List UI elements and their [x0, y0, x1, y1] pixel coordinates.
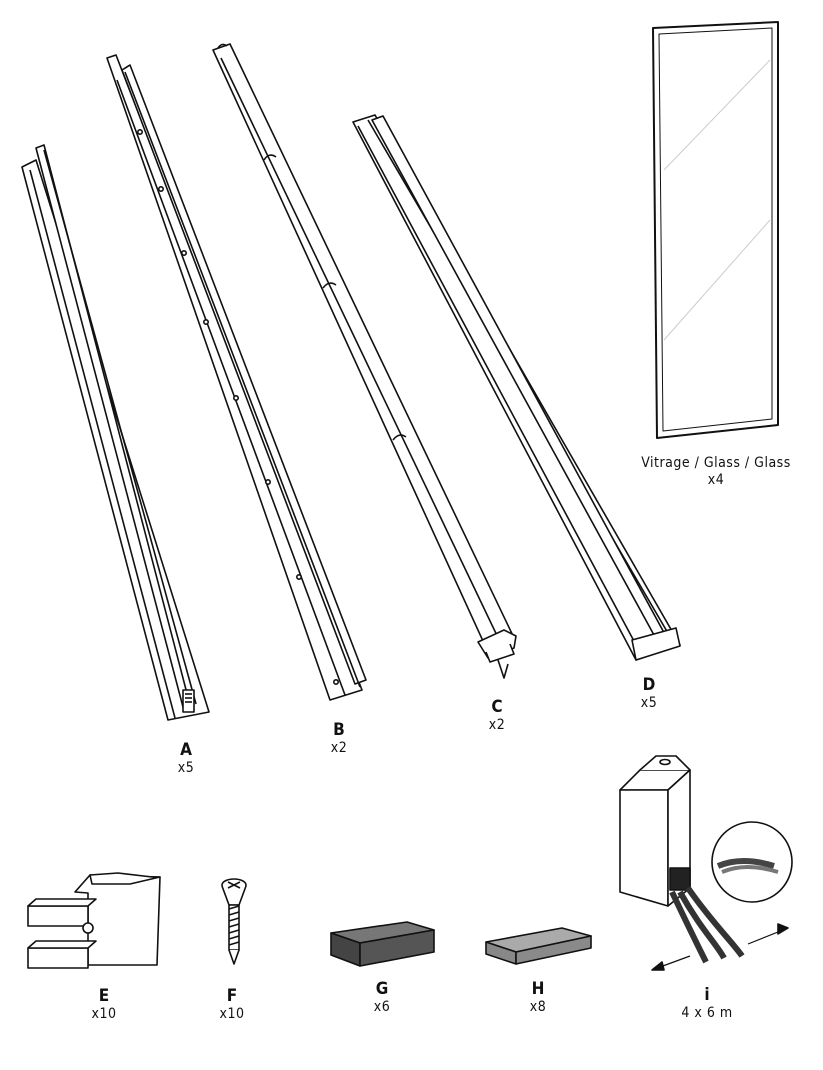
label-part-a: A x5 [178, 740, 194, 777]
part-letter: i [704, 985, 710, 1005]
part-letter: G [375, 979, 389, 999]
part-letter: B [333, 720, 345, 740]
part-quantity: x5 [177, 760, 195, 776]
part-f-screw [221, 878, 247, 965]
label-part-d: D x5 [641, 675, 657, 712]
part-letter: C [491, 697, 503, 717]
profile-d [352, 114, 681, 661]
part-quantity: x2 [330, 740, 348, 756]
part-quantity: x6 [373, 999, 391, 1015]
label-part-b: B x2 [331, 720, 347, 757]
label-glass: Vitrage / Glass / Glass x4 [641, 455, 791, 489]
label-part-i: i 4 x 6 m [681, 985, 732, 1022]
part-letter: F [226, 986, 238, 1006]
part-letter: E [98, 986, 110, 1006]
label-part-h: H x8 [530, 979, 546, 1016]
part-g-block [330, 921, 435, 967]
profile-b [106, 54, 367, 701]
part-letter: D [642, 675, 656, 695]
glass-panel [652, 21, 779, 439]
part-quantity: 4 x 6 m [681, 1005, 733, 1021]
part-quantity: x5 [640, 695, 658, 711]
glass-caption: Vitrage / Glass / Glass [641, 455, 791, 471]
part-quantity: x2 [488, 717, 506, 733]
part-quantity: x10 [219, 1006, 245, 1022]
glass-quantity: x4 [707, 472, 725, 488]
part-e-clip [27, 872, 161, 969]
label-part-g: G x6 [374, 979, 390, 1016]
label-part-c: C x2 [489, 697, 505, 734]
profile-c [212, 43, 517, 679]
part-letter: H [531, 979, 545, 999]
part-quantity: x8 [529, 999, 547, 1015]
profile-a [21, 144, 210, 721]
part-letter: A [180, 740, 192, 760]
label-part-e: E x10 [92, 986, 117, 1023]
part-quantity: x10 [91, 1006, 117, 1022]
label-part-f: F x10 [220, 986, 245, 1023]
part-h-block [485, 927, 592, 965]
part-i-seal-tape [619, 755, 793, 971]
